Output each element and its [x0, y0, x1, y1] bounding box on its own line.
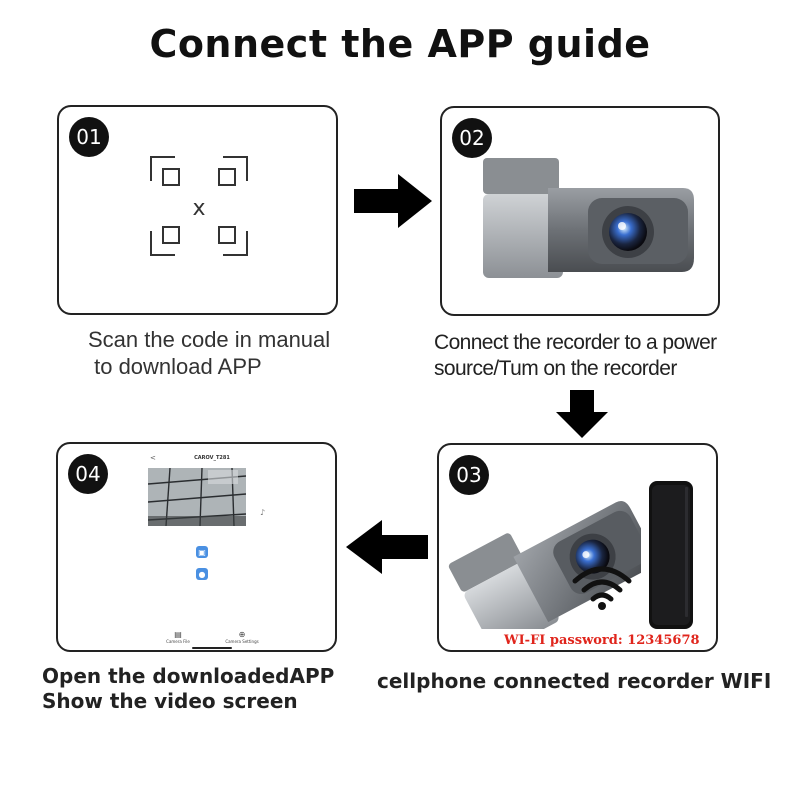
mic-icon[interactable]: ♪ [260, 508, 266, 517]
arrow-left-icon [346, 520, 428, 574]
ceiling-image [148, 468, 246, 526]
camera-app-icon[interactable]: ● [196, 568, 208, 580]
step-4-caption: Open the downloadedAPP Show the video sc… [42, 664, 335, 713]
arrow-down-icon [556, 390, 608, 438]
app-header: < CAROV_T281 [146, 452, 278, 466]
step-badge: 04 [68, 454, 108, 494]
home-indicator [192, 647, 232, 649]
smartphone-icon [649, 481, 693, 629]
arrow-right-icon [354, 174, 432, 228]
dashcam-icon [448, 500, 641, 629]
video-preview[interactable] [148, 468, 246, 526]
wifi-password-label: WI-FI password: 12345678 [504, 633, 700, 648]
step-1-panel: 01 x [57, 105, 338, 315]
step-badge: 01 [69, 117, 109, 157]
settings-icon: ⊕ [238, 630, 246, 639]
step-badge: 02 [452, 118, 492, 158]
tab-camera-settings[interactable]: ⊕ Camera Settings [224, 630, 260, 644]
step-1-caption: Scan the code in manual to download APP [88, 327, 331, 379]
step-2-panel: 02 [440, 106, 720, 316]
tab-camera-file[interactable]: ▤ Camera File [160, 630, 196, 644]
app-screen: < CAROV_T281 ♪ ▣ ● ▤ Camera File ⊕ C [146, 450, 278, 650]
dashcam-icon [483, 158, 694, 278]
step-4-panel: 04 < CAROV_T281 ♪ ▣ ● ▤ Camera File [56, 442, 337, 652]
step-3-caption: cellphone connected recorder WIFI [377, 669, 772, 693]
step-2-caption: Connect the recorder to a power source/T… [434, 331, 717, 380]
page-title: Connect the APP guide [149, 22, 651, 66]
qr-frame-icon: x [150, 156, 248, 256]
wifi-icon [572, 566, 632, 610]
file-icon: ▤ [174, 630, 182, 639]
step-badge: 03 [449, 455, 489, 495]
app-title: CAROV_T281 [194, 455, 230, 461]
tab-camera-file-label: Camera File [166, 639, 190, 644]
video-app-icon[interactable]: ▣ [196, 546, 208, 558]
tab-camera-settings-label: Camera Settings [225, 639, 259, 644]
back-button[interactable]: < [150, 454, 156, 462]
qr-center-mark: x [192, 196, 205, 221]
step-3-panel: 03 WI [437, 443, 718, 652]
